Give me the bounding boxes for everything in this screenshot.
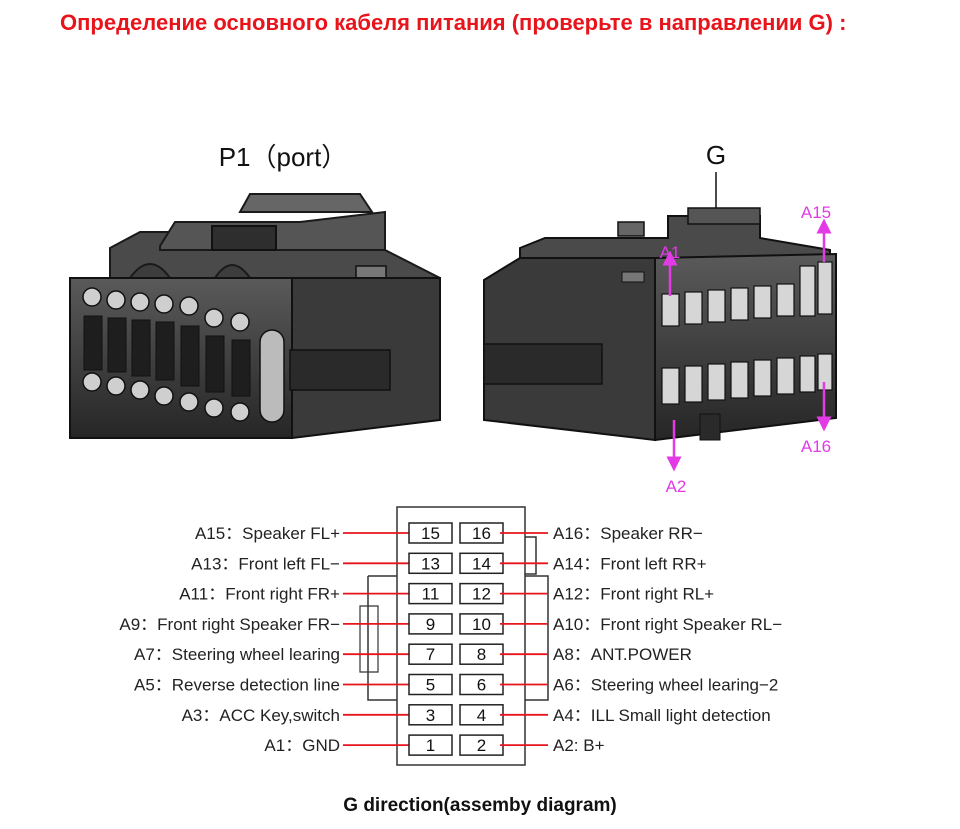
diagram-caption: G direction(assemby diagram) [343, 795, 617, 816]
pin-number: 13 [421, 554, 440, 573]
pin-label-right: A16：Speaker RR− [553, 524, 703, 543]
pin-number: 2 [477, 736, 486, 755]
pin-label-right: A6：Steering wheel learing−2 [553, 676, 778, 695]
pin-box [408, 552, 453, 575]
pin-label-right: A8：ANT.POWER [553, 645, 692, 664]
pin-number: 9 [426, 615, 435, 634]
pin-number: 6 [477, 676, 486, 695]
pin-box [408, 522, 453, 544]
pin-label-left: A13：Front left FL− [191, 554, 340, 573]
pin-box [408, 734, 453, 756]
pin-label-left: A3：ACC Key,switch [182, 706, 340, 725]
g-connector-label: G [706, 140, 726, 170]
pin-box [408, 704, 453, 726]
pin-number: 14 [472, 554, 491, 573]
pin-tag-a16: A16 [801, 437, 831, 456]
pin-number: 4 [477, 706, 486, 725]
pin-number: 8 [477, 645, 486, 664]
pin-number: 1 [426, 736, 435, 755]
pin-label-left: A9：Front right Speaker FR− [119, 615, 340, 634]
pin-number: 16 [472, 524, 491, 543]
pin-number: 12 [472, 585, 491, 604]
pin-number: 5 [426, 676, 435, 695]
pin-number: 3 [426, 706, 435, 725]
pinout-frame [396, 506, 526, 766]
pin-label-left: A5：Reverse detection line [134, 676, 340, 695]
pin-tag-a15: A15 [801, 203, 831, 222]
pin-number: 7 [426, 645, 435, 664]
pin-label-right: A12：Front right RL+ [553, 585, 714, 604]
pin-label-left: A11：Front right FR+ [179, 585, 340, 604]
pin-label-right: A14：Front left RR+ [553, 554, 707, 573]
pin-label-left: A7：Steering wheel learing [134, 645, 340, 664]
pin-tag-a2: A2 [666, 477, 687, 496]
pin-number: 15 [421, 524, 440, 543]
pin-label-right: A4：ILL Small light detection [553, 706, 771, 725]
p1-port-label: P1（port） [219, 142, 348, 172]
page-title: Определение основного кабеля питания (пр… [60, 10, 847, 35]
pin-box [408, 673, 453, 696]
pin-label-left: A1：GND [264, 736, 340, 755]
g-connector-illustration [483, 207, 837, 442]
pin-label-left: A15：Speaker FL+ [195, 524, 340, 543]
pin-box [408, 613, 453, 635]
pin-number: 10 [472, 615, 491, 634]
p1-connector-illustration [69, 193, 441, 440]
pin-tag-a1: A1 [660, 243, 681, 262]
pin-box [408, 582, 453, 605]
pin-box [408, 643, 453, 665]
pin-label-right: A2: B+ [553, 736, 605, 755]
pin-number: 11 [422, 585, 440, 604]
pin-label-right: A10：Front right Speaker RL− [553, 615, 782, 634]
